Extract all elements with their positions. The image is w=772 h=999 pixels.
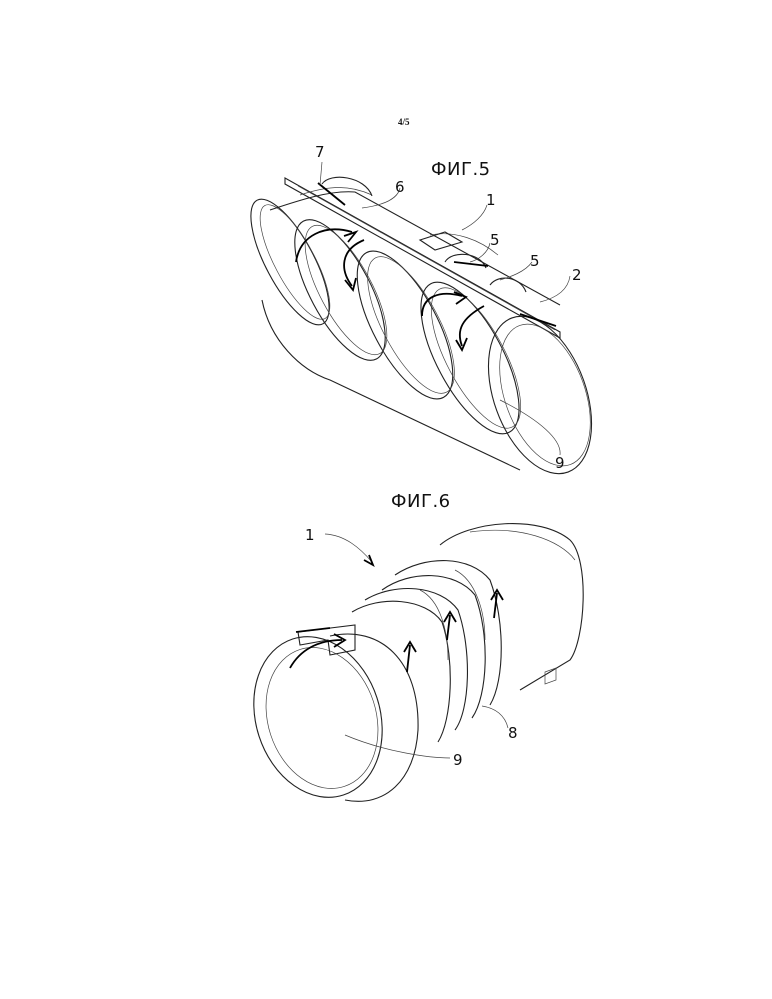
fig6-ref-1: 1 bbox=[305, 526, 315, 544]
fig5-ref-5a: 5 bbox=[490, 231, 500, 249]
fig5-ref-1: 1 bbox=[486, 191, 496, 209]
figure-5-drawing: 7 6 1 5 5 2 9 bbox=[236, 143, 611, 488]
fig5-left-flange bbox=[236, 189, 344, 335]
fig6-ref-9: 9 bbox=[453, 751, 463, 769]
fig5-ref-6: 6 bbox=[395, 178, 405, 196]
figure-6-drawing: 1 8 9 bbox=[234, 524, 583, 815]
fig6-large-end bbox=[440, 524, 583, 690]
fig5-ref-7: 7 bbox=[315, 143, 325, 161]
fig5-ref-2: 2 bbox=[572, 266, 582, 284]
fig6-ref-8: 8 bbox=[508, 724, 518, 742]
fig5-ref-5b: 5 bbox=[530, 252, 540, 270]
fig5-right-opening bbox=[469, 302, 612, 488]
fig6-rib-2 bbox=[382, 576, 485, 718]
fig5-ring-2 bbox=[338, 238, 472, 413]
fig5-ring-1 bbox=[277, 207, 403, 373]
fig6-rib-4 bbox=[352, 601, 450, 742]
fig5-ref-9: 9 bbox=[555, 454, 565, 472]
